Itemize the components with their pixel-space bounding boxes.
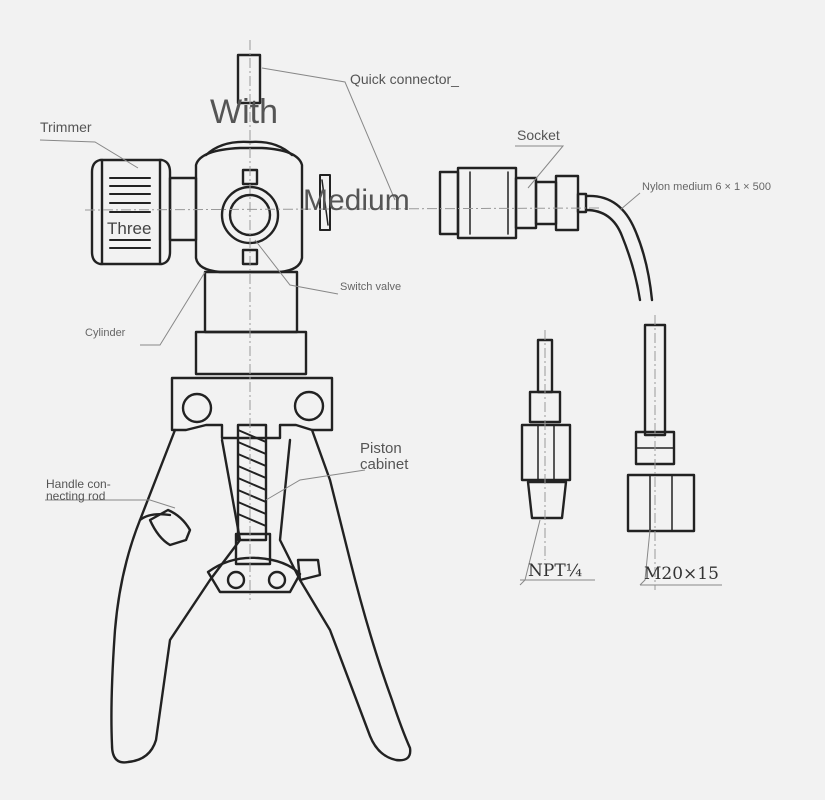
side-plate (319, 174, 331, 231)
cylinder (203, 270, 299, 334)
label-m20: M20×15 (644, 564, 719, 584)
label-cylinder: Cylinder (85, 327, 126, 339)
socket-body (438, 170, 460, 236)
label-handle-connecting-rod: Handle con- necting rod (46, 478, 111, 502)
trimmer-knob (90, 158, 172, 266)
threaded-rod (236, 423, 268, 542)
nylon-tube (584, 194, 654, 302)
pump-frame (170, 376, 334, 440)
label-with: With (210, 93, 278, 131)
label-medium: Medium (303, 184, 410, 217)
label-nylon: Nylon medium 6 × 1 × 500 (642, 181, 772, 193)
label-trimmer: Trimmer (40, 119, 92, 135)
label-piston-line1: Piston (360, 440, 402, 457)
label-piston-cabinet: Piston cabinet (360, 441, 408, 473)
label-npt: NPT¼ (528, 561, 583, 581)
label-socket: Socket (517, 127, 560, 143)
quick-connector-stub (236, 53, 262, 105)
label-three: Three (107, 219, 152, 238)
valve-body (194, 146, 304, 274)
right-handle (278, 428, 412, 762)
label-switch-valve: Switch valve (340, 281, 402, 293)
label-piston-line2: cabinet (360, 455, 409, 473)
label-handle-line2: necting rod (46, 489, 106, 503)
label-handle-line1: Handle con- (46, 477, 111, 491)
label-quick-connector: Quick connector_ (350, 71, 459, 87)
left-handle (110, 428, 242, 764)
